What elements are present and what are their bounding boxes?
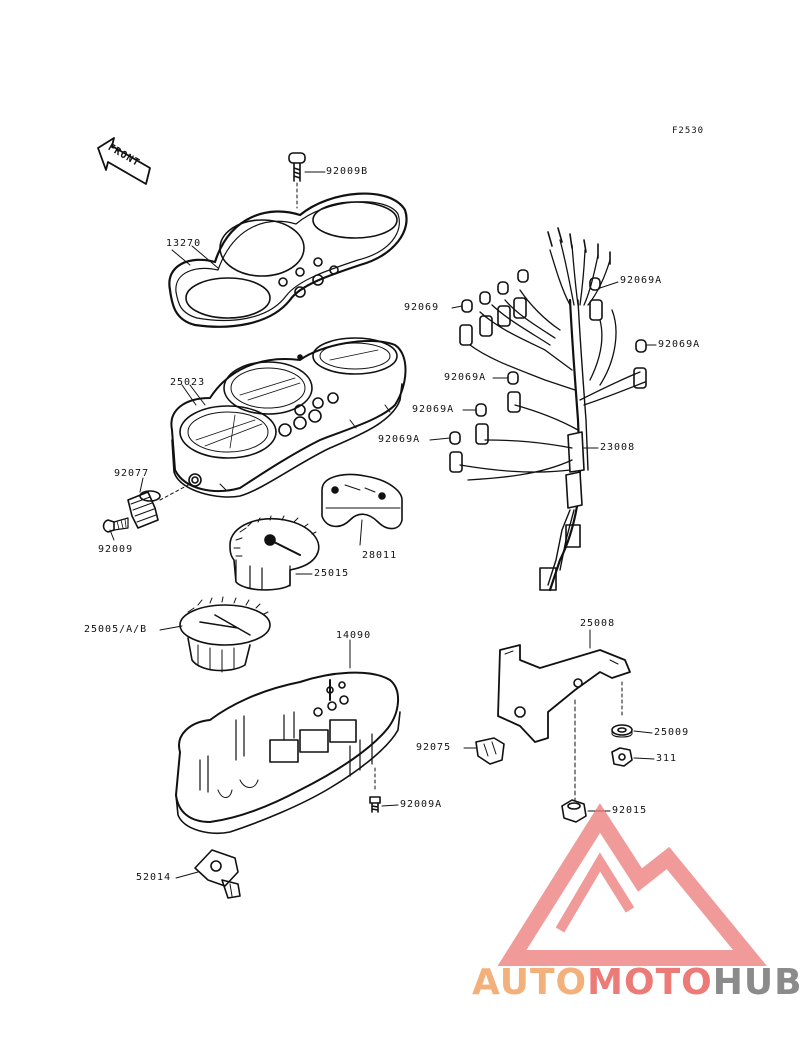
nut-311	[611, 747, 633, 767]
callout-92015: 92015	[612, 805, 648, 816]
callout-92069a-1: 92069A	[620, 275, 663, 286]
callout-92075: 92075	[416, 742, 452, 753]
callout-92077: 92077	[114, 468, 150, 479]
callout-52014: 52014	[136, 872, 172, 883]
nut-92015	[561, 799, 587, 823]
callout-311: 311	[656, 753, 678, 764]
callout-92009a: 92009A	[400, 799, 443, 810]
callout-23008: 23008	[600, 442, 636, 453]
screw-92009a	[369, 796, 381, 813]
callout-25009: 25009	[654, 727, 690, 738]
callout-14090: 14090	[336, 630, 372, 641]
bracket-52014	[194, 849, 241, 899]
screw-92009	[102, 517, 129, 533]
screw-92009b	[288, 152, 326, 209]
callout-92009b: 92009B	[326, 166, 369, 177]
watermark-hub: HUB	[712, 962, 800, 1003]
knob-92077	[127, 483, 191, 529]
gasket-13270	[168, 192, 408, 328]
meter-case-25023	[170, 337, 407, 498]
watermark-auto: AUTO	[472, 962, 588, 1003]
callout-92069a-5: 92069A	[378, 434, 421, 445]
callout-25005: 25005/A/B	[84, 624, 148, 635]
watermark-moto: MOTO	[587, 962, 713, 1003]
callout-92069a-3: 92069A	[444, 372, 487, 383]
figure-code: F2530	[672, 126, 705, 136]
washer-25009	[611, 724, 633, 738]
tachometer-25015	[229, 515, 320, 591]
indicator-unit-28011	[321, 473, 403, 530]
front-arrow-icon	[97, 137, 151, 185]
callout-92069: 92069	[404, 302, 440, 313]
speedometer-25005	[179, 596, 271, 673]
callout-25015: 25015	[314, 568, 350, 579]
callout-92069a-2: 92069A	[658, 339, 701, 350]
callout-92009: 92009	[98, 544, 134, 555]
callout-25023: 25023	[170, 377, 206, 388]
callout-25008: 25008	[580, 618, 616, 629]
leader-lines	[109, 245, 657, 879]
callout-92069a-4: 92069A	[412, 404, 455, 415]
callout-28011: 28011	[362, 550, 398, 561]
watermark-logo-icon	[497, 803, 767, 966]
bracket-25008	[497, 629, 631, 801]
grommet-92075	[475, 737, 505, 765]
watermark-text: AUTOMOTOHUB	[472, 962, 800, 1003]
callout-13270: 13270	[166, 238, 202, 249]
wiring-harness-23008	[449, 227, 647, 592]
lower-case-14090	[175, 639, 401, 834]
